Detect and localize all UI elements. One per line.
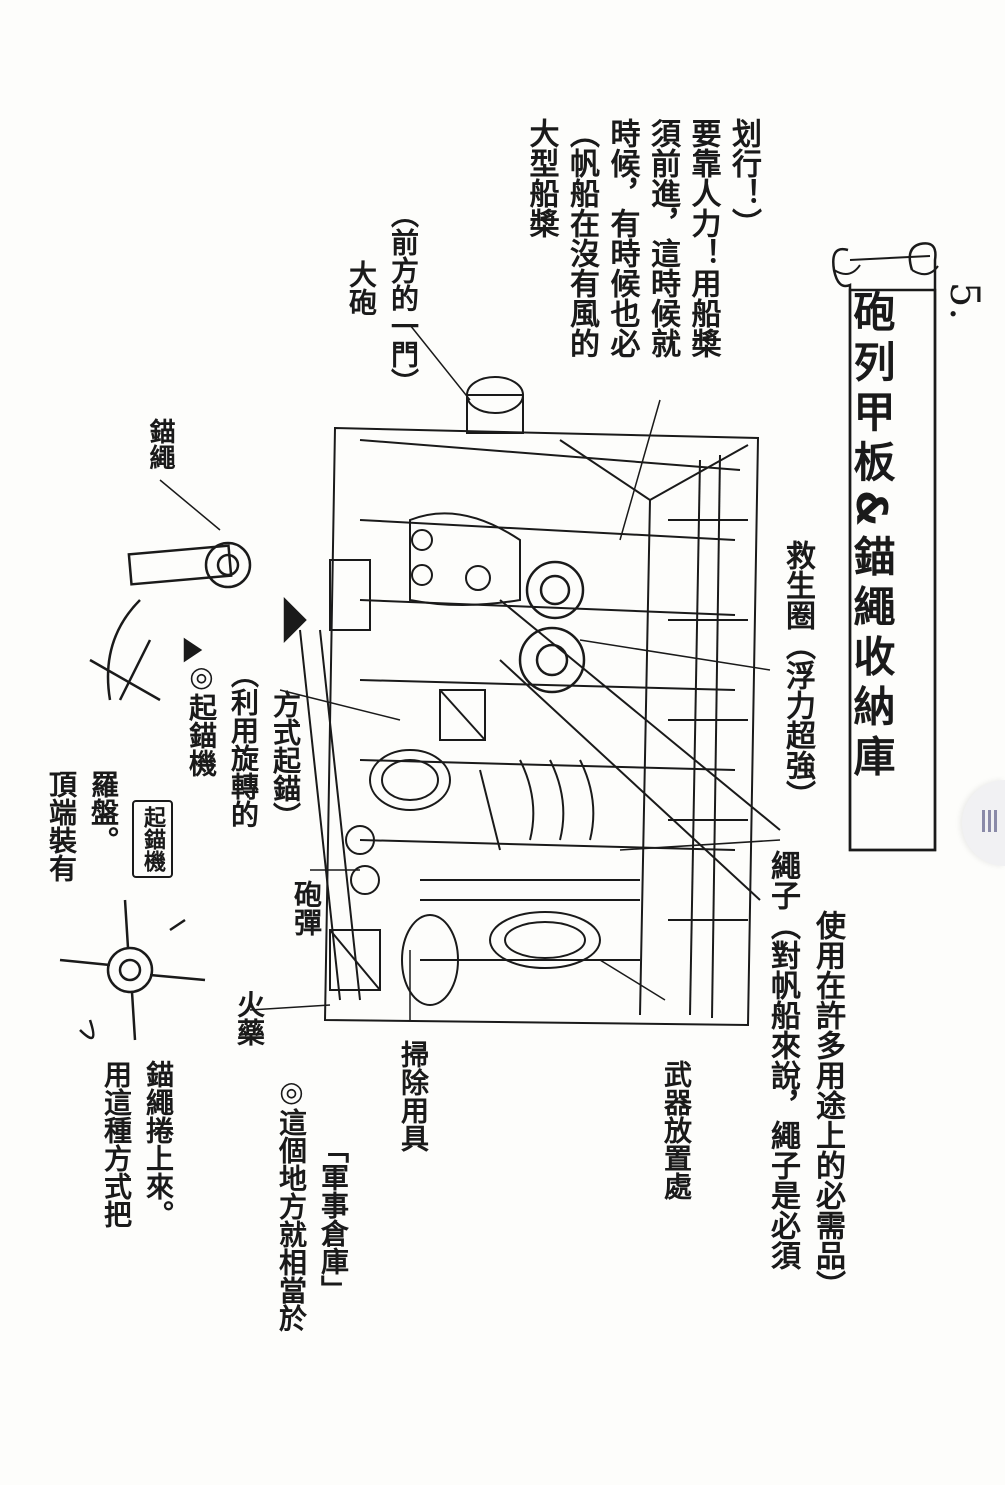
label-method: 錨繩捲上來。 用這種方式把 <box>95 1060 179 1228</box>
method-line-2: 錨繩捲上來。 <box>142 1060 175 1228</box>
warehouse-line-2: 「軍事倉庫」 <box>312 1075 354 1303</box>
oar-line-6: 划行！） <box>726 118 761 238</box>
label-windlass: 方式起錨） （利用旋轉的 ◎起錨機 <box>180 660 306 830</box>
label-top-compass: 羅盤。 頂端裝有 <box>40 770 124 882</box>
compass-line-1: 頂端裝有 <box>45 770 78 882</box>
cannon-name: 大砲 <box>340 200 382 316</box>
rope-line-1: 繩子（對帆船來說，繩子是必須 <box>765 850 800 1270</box>
rope-line-2: 使用在許多用途上的必需品） <box>805 850 850 1300</box>
oar-line-4: 須前進，這時候就 <box>645 118 680 358</box>
method-line-1: 用這種方式把 <box>100 1060 133 1228</box>
label-shells: 砲彈 <box>285 880 327 936</box>
oar-line-5: 要靠人力！用船槳 <box>686 118 721 358</box>
capstan-icon <box>60 900 205 1040</box>
label-warehouse: 「軍事倉庫」 ◎這個地方就相當於 <box>270 1075 354 1332</box>
label-weapons: 武器放置處 <box>655 1060 697 1200</box>
label-oar: 划行！） 要靠人力！用船槳 須前進，這時候就 時候，有時候也必 （帆船在沒有風的… <box>520 118 763 358</box>
cannon-icon <box>410 377 523 605</box>
warehouse-line-1: ◎這個地方就相當於 <box>275 1075 308 1332</box>
oar-line-3: 時候，有時候也必 <box>605 118 640 358</box>
windlass-line-2: （利用旋轉的 <box>227 660 260 828</box>
windlass-tag: 起錨機 <box>132 800 173 878</box>
label-gunpowder: 火藥 <box>228 990 270 1046</box>
label-rope: 使用在許多用途上的必需品） 繩子（對帆船來說，繩子是必須 <box>760 850 850 1300</box>
compass-line-2: 羅盤。 <box>87 770 120 854</box>
label-lifebuoy: 救生圈（浮力超強） <box>775 540 820 810</box>
windlass-tag-text: 起錨機 <box>136 806 169 872</box>
windlass-line-3: 方式起錨） <box>264 660 306 830</box>
oar-line-1: 大型船槳 <box>524 118 559 238</box>
label-cannon: （前方的一門） 大砲 <box>340 200 424 396</box>
lifebuoy-icon <box>520 562 584 692</box>
windlass-line-1: ◎起錨機 <box>185 660 218 777</box>
cannon-desc: （前方的一門） <box>387 200 420 396</box>
label-cleaning: 掃除用具 <box>392 1040 434 1152</box>
oar-line-2: （帆船在沒有風的 <box>564 118 599 358</box>
label-anchor-rope: 錨繩 <box>140 418 179 470</box>
